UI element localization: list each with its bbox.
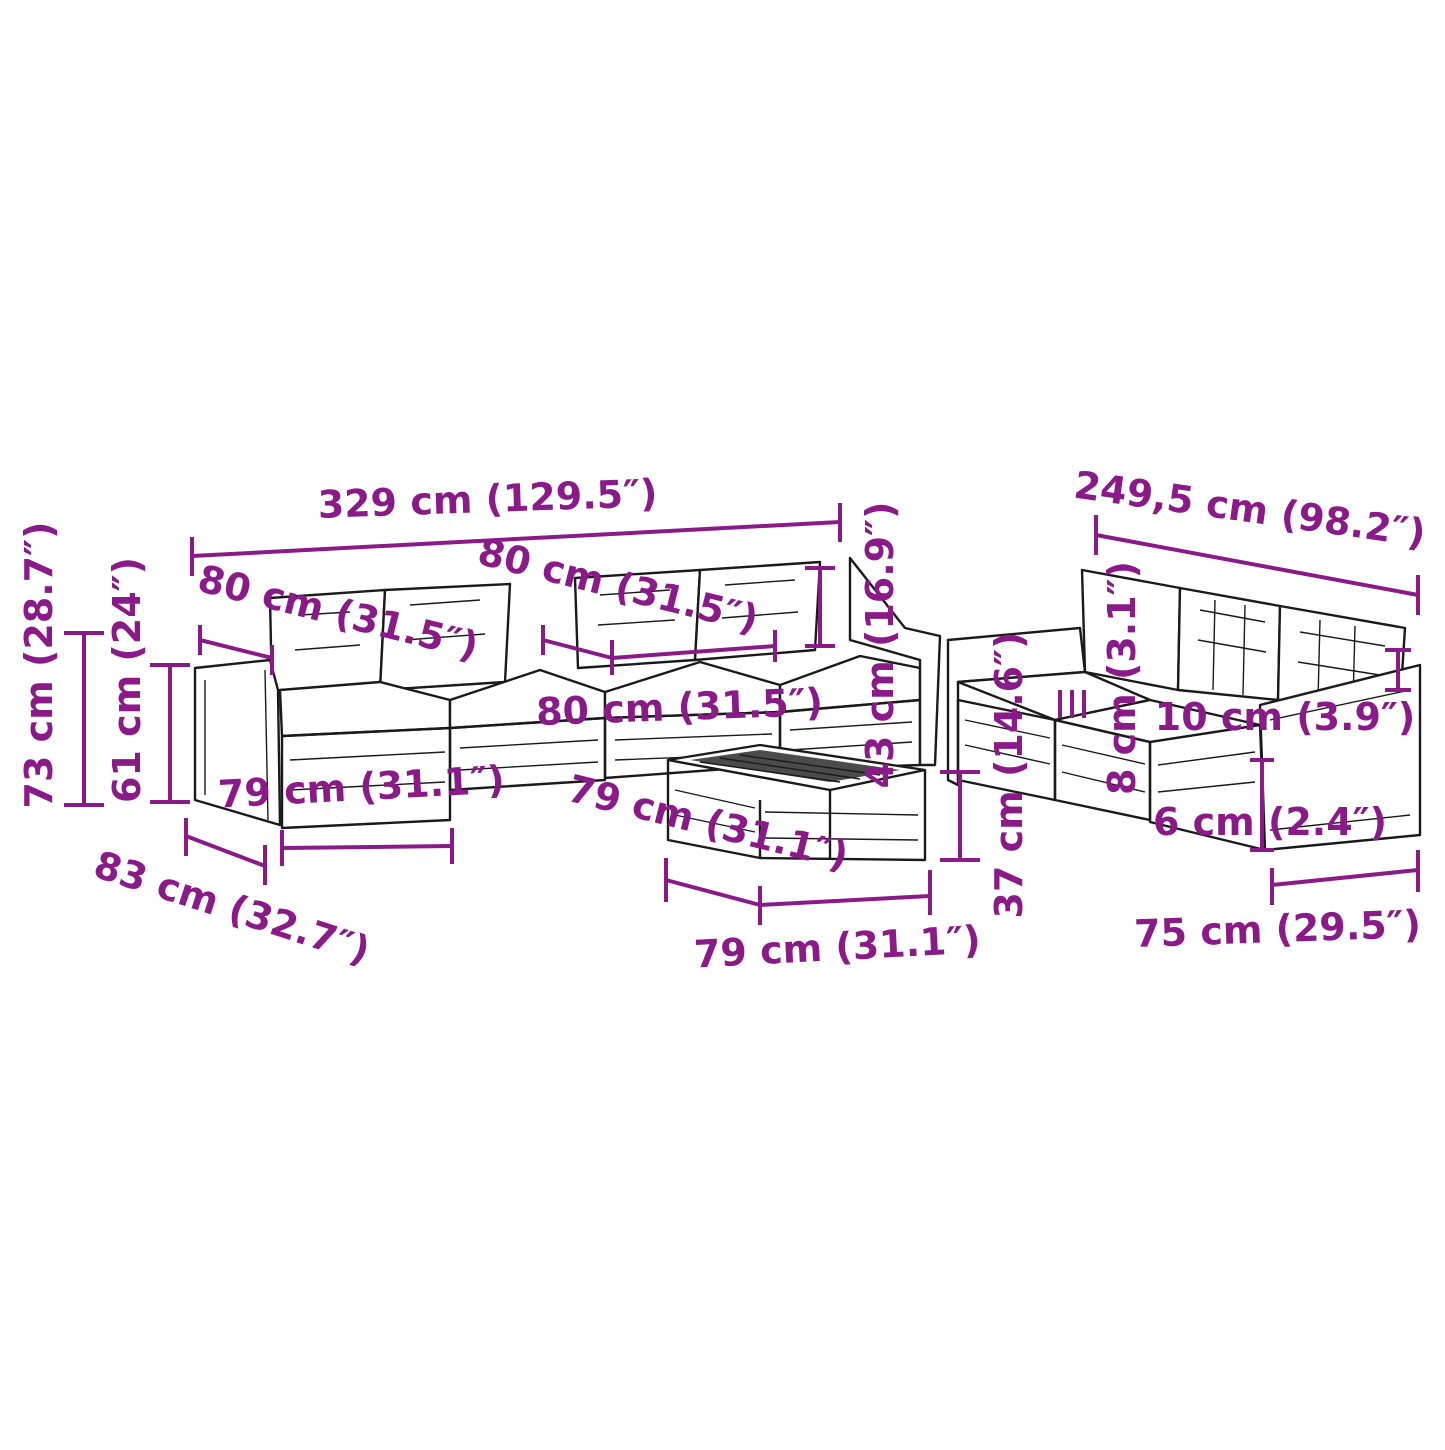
right-sofa <box>946 568 1422 852</box>
label-depth-right: 75 cm (29.5″) <box>1133 902 1421 956</box>
coffee-table <box>666 743 927 862</box>
label-cushion-thickness-small: 8 cm (3.1″) <box>1100 561 1144 795</box>
label-depth-left: 83 cm (32.7″) <box>89 842 375 973</box>
seat-cushions-left <box>278 654 922 738</box>
label-total-height: 73 cm (28.7″) <box>17 522 61 809</box>
label-table-width: 79 cm (31.1″) <box>693 918 982 977</box>
dim-line-module-width <box>281 844 453 850</box>
right-armrest-left-sofa <box>848 556 942 767</box>
label-seat-cushion-height: 6 cm (2.4″) <box>1153 800 1387 844</box>
label-back-cushion-height: 43 cm (16.9″) <box>858 502 902 789</box>
dim-line-total-width-right <box>1095 533 1419 597</box>
dim-line-depth-left <box>185 834 266 868</box>
back-cushions-left <box>268 560 822 696</box>
dim-line-back-cushion-2 <box>542 638 613 660</box>
label-total-width-left: 329 cm (129.5″) <box>317 471 658 527</box>
dim-line-depth-right <box>1271 868 1419 887</box>
seat-cushions-right <box>956 670 1262 744</box>
label-seat-back-height: 61 cm (24″) <box>105 557 149 803</box>
dim-line-table-width <box>759 894 931 907</box>
left-sofa <box>193 556 942 830</box>
label-cushion-thickness: 10 cm (3.9″) <box>1155 695 1416 739</box>
dim-line-back-cushion-1 <box>199 638 273 660</box>
dim-line-total-width-left <box>191 520 841 558</box>
label-table-height: 37 cm (14.6″) <box>987 632 1031 919</box>
label-seat-width: 80 cm (31.5″) <box>535 680 823 734</box>
dimension-lines <box>64 503 1420 925</box>
dim-line-table-depth <box>665 878 761 907</box>
left-armrest <box>193 658 282 827</box>
dim-line-back-cushion-2b <box>611 644 776 660</box>
